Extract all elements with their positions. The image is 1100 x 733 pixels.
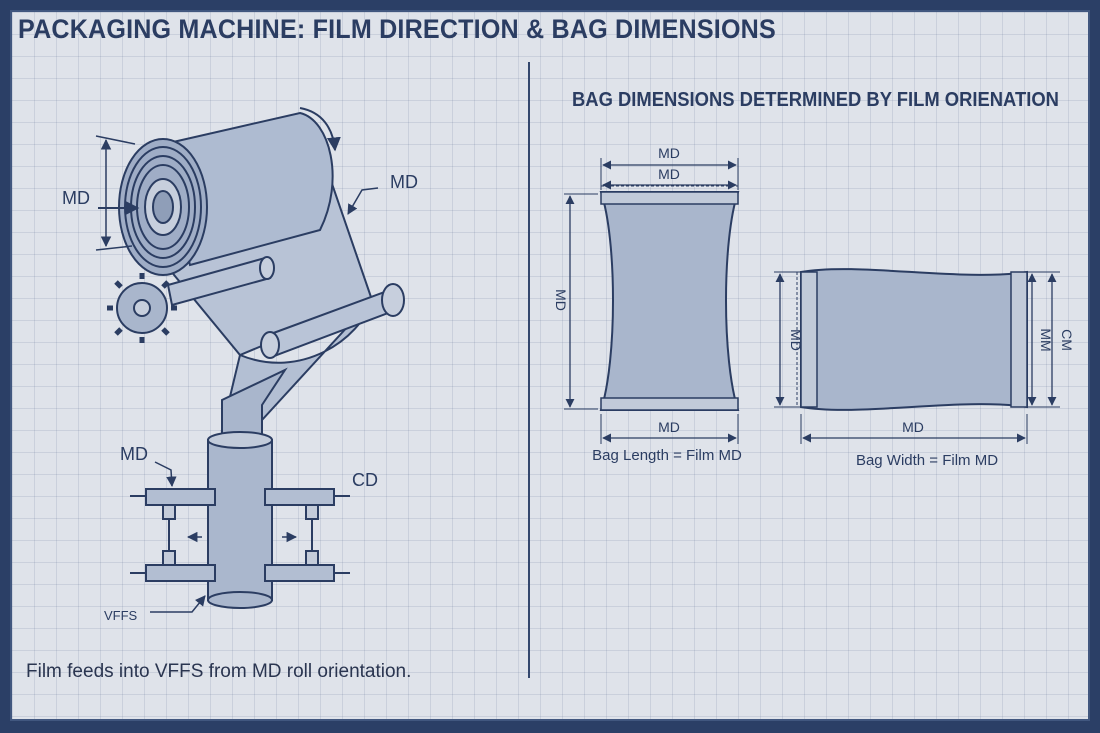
bag-width-right-outer-label: CM — [1059, 329, 1075, 351]
bag-length-diagram — [564, 158, 740, 444]
film-md-leader — [347, 187, 379, 215]
bag-length-shape — [599, 191, 740, 411]
film-md-label: MD — [390, 172, 418, 192]
bag-width-caption: Bag Width = Film MD — [856, 452, 998, 469]
footnote: Film feeds into VFFS from MD roll orient… — [26, 661, 412, 682]
rotation-arrow — [299, 107, 341, 152]
jaw-md-label: MD — [120, 444, 148, 464]
forming-tube — [207, 431, 273, 609]
roll-md-label: MD — [62, 188, 90, 208]
bag-length-top-inner-label: MD — [658, 166, 680, 182]
bag-width-diagram — [774, 268, 1060, 444]
sprocket-gear — [107, 273, 177, 343]
bag-width-right-inner-label: MM — [1038, 328, 1054, 351]
bag-width-left-label: MD — [788, 329, 804, 351]
sealing-jaw-left — [130, 488, 216, 582]
bag-dimensions-title: BAG DIMENSIONS DETERMINED BY FILM ORIENA… — [572, 89, 1059, 111]
bag-length-side-label: MD — [553, 289, 569, 311]
bag-width-shape — [800, 268, 1028, 411]
jaw-md-leader — [154, 461, 177, 488]
packaging-machine — [95, 107, 405, 613]
film-roll — [118, 138, 208, 276]
vffs-leader — [150, 595, 206, 613]
panel-divider — [528, 62, 530, 678]
page-title: PACKAGING MACHINE: FILM DIRECTION & BAG … — [18, 14, 776, 44]
vffs-label: VFFS — [104, 608, 138, 623]
bag-width-bottom-label: MD — [902, 419, 924, 435]
bag-length-caption: Bag Length = Film MD — [592, 447, 742, 464]
sealing-jaw-right — [264, 488, 350, 582]
bag-length-top-label: MD — [658, 145, 680, 161]
bag-length-bottom-label: MD — [658, 419, 680, 435]
jaw-cd-label: CD — [352, 470, 378, 490]
